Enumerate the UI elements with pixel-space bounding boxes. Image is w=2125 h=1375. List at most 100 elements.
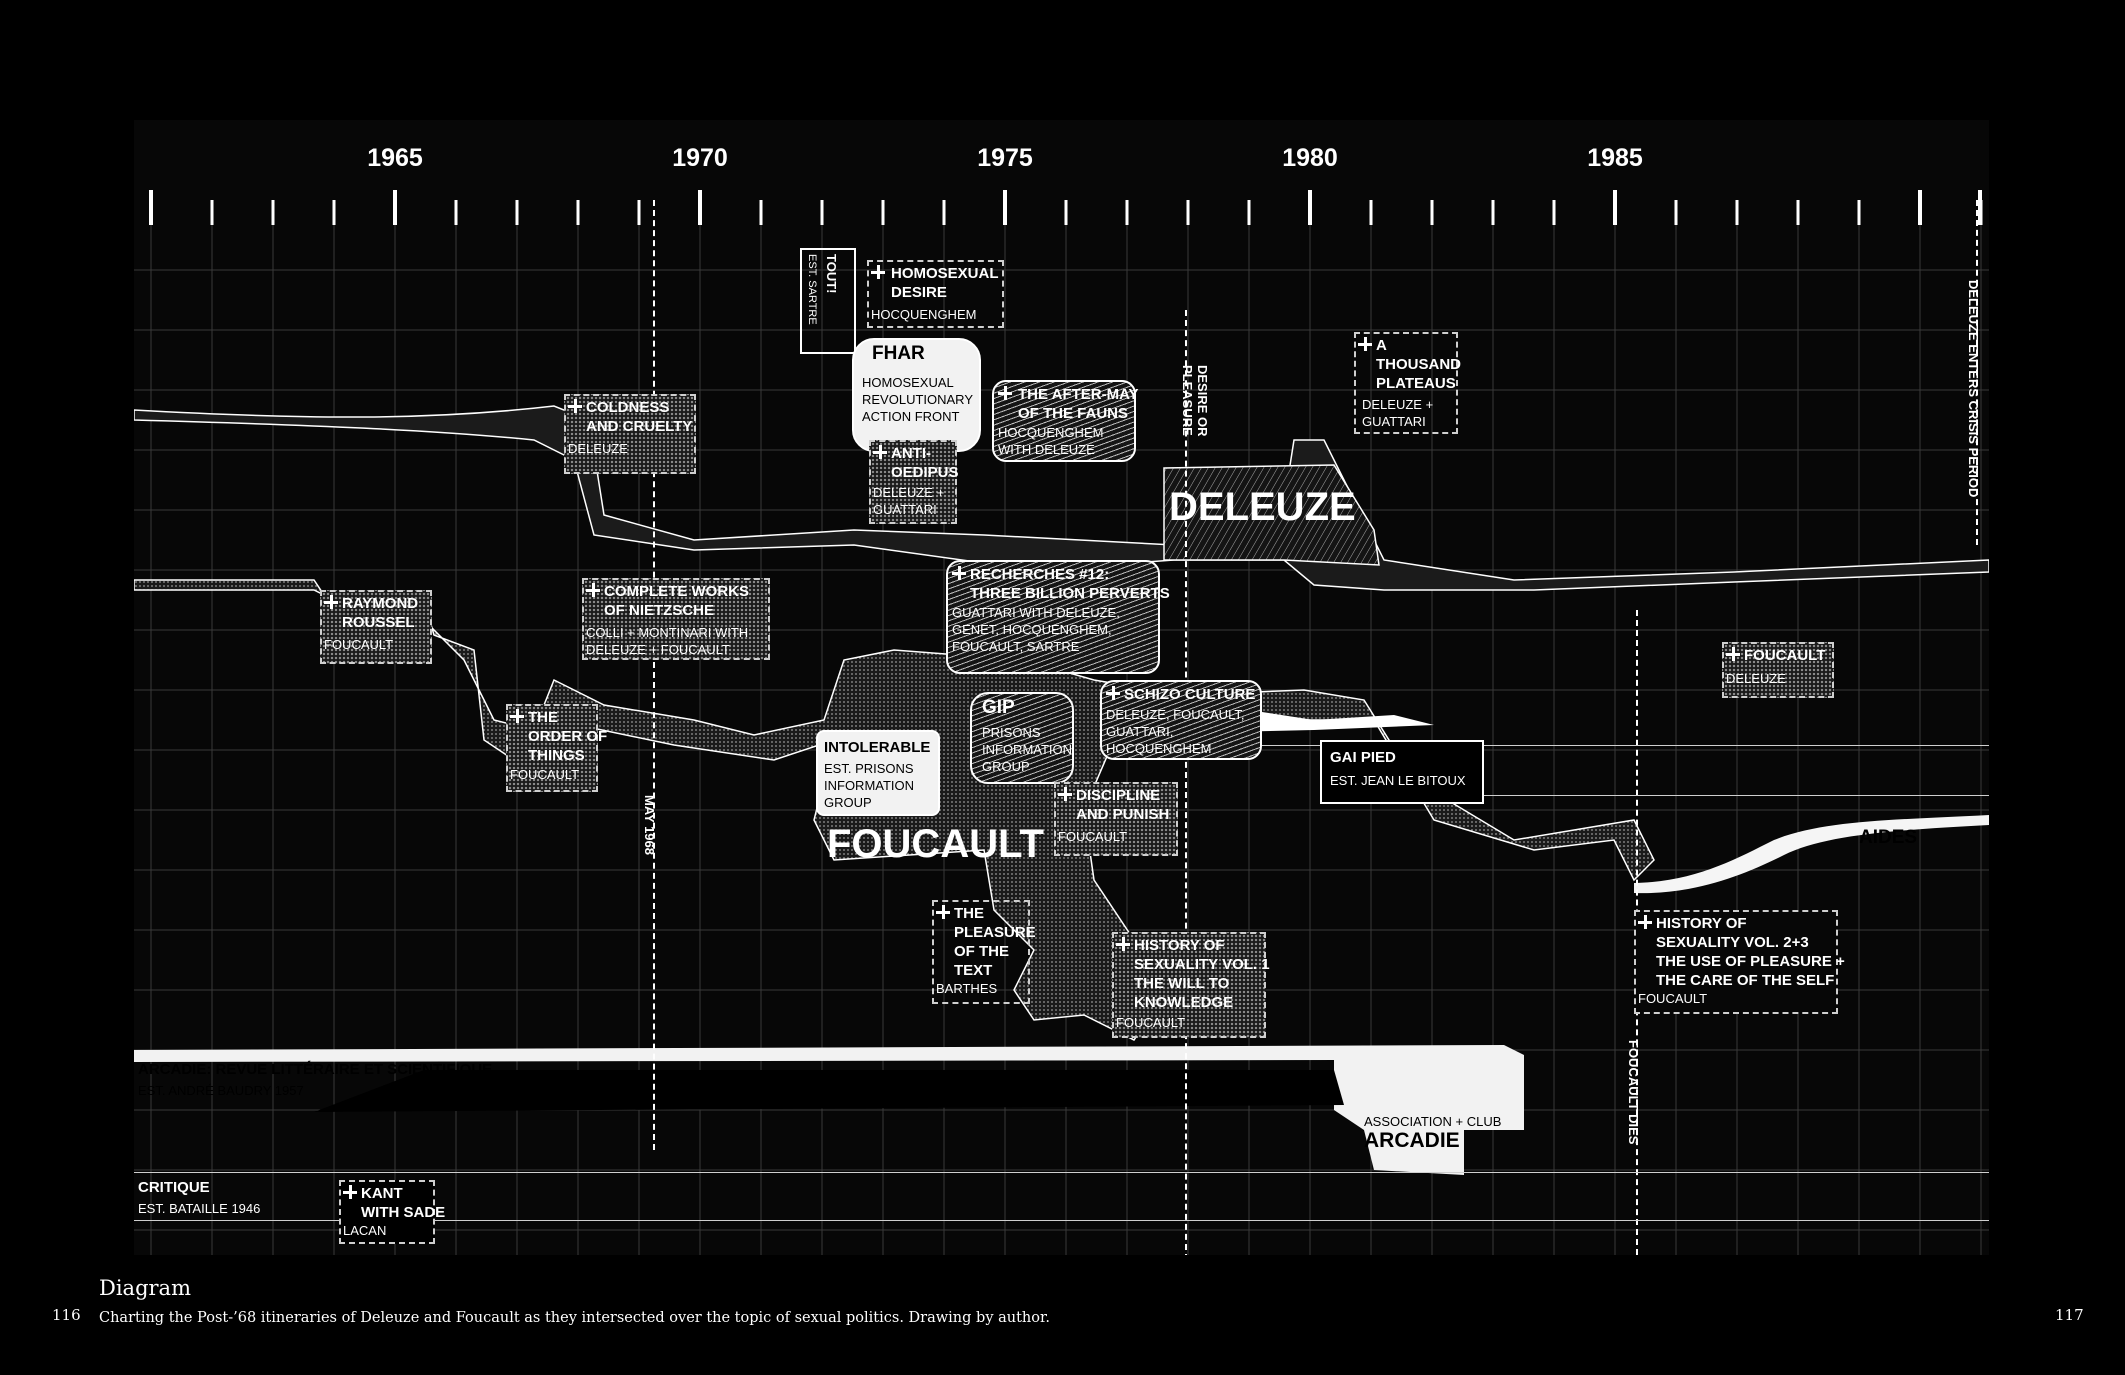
coldness-title: COLDNESS AND CRUELTY: [586, 399, 693, 435]
history-vol23-title: HISTORY OF SEXUALITY VOL. 2+3 THE USE OF…: [1656, 915, 1845, 989]
may-1968-line: [653, 200, 655, 1150]
year-label: 1965: [367, 144, 423, 172]
deleuze-stream: [134, 405, 1989, 591]
discipline-card[interactable]: DISCIPLINE AND PUNISH FOUCAULT: [1054, 782, 1178, 856]
history-vol1-author: FOUCAULT: [1116, 1015, 1186, 1030]
gip-card[interactable]: GIP PRISONS INFORMATION GROUP: [970, 692, 1074, 784]
raymond-roussel-author: FOUCAULT: [324, 637, 394, 652]
gai-pied-line-top: [1254, 745, 1989, 746]
desire-pleasure-line: [1185, 310, 1187, 1255]
homosexual-desire-title: HOMOSEXUAL DESIRE: [891, 265, 999, 301]
critique-line-top: [134, 1172, 1989, 1173]
thousand-plateaus-author: DELEUZE + GUATTARI: [1362, 397, 1434, 429]
page-number-left: 116: [52, 1306, 81, 1324]
desire-pleasure-label: DESIRE OR PLEASURE: [1180, 365, 1210, 437]
year-label: 1975: [977, 144, 1033, 172]
history-vol1-card[interactable]: HISTORY OF SEXUALITY VOL. 1 THE WILL TO …: [1112, 932, 1270, 1038]
plus-icon: [952, 566, 966, 580]
plus-icon: [586, 583, 600, 597]
deleuze-zone: [1163, 464, 1380, 566]
foucault-stream-label: FOUCAULT: [827, 822, 1044, 866]
fhar-sub: HOMOSEXUAL REVOLUTIONARY ACTION FRONT: [862, 375, 974, 424]
deleuze-crisis-line: [1976, 200, 1978, 545]
raymond-roussel-card[interactable]: RAYMOND ROUSSEL FOUCAULT: [320, 590, 432, 664]
kant-author: LACAN: [343, 1223, 387, 1238]
history-vol23-card[interactable]: HISTORY OF SEXUALITY VOL. 2+3 THE USE OF…: [1634, 910, 1845, 1014]
aides-label: AIDES: [1859, 827, 1918, 848]
after-may-card[interactable]: THE AFTER-MAY OF THE FAUNS HOCQUENGHEM W…: [992, 380, 1139, 462]
coldness-card[interactable]: COLDNESS AND CRUELTY DELEUZE: [564, 394, 696, 474]
pleasure-text-card[interactable]: THE PLEASURE OF THE TEXT BARTHES: [932, 900, 1036, 1004]
plus-icon: [871, 265, 885, 279]
foucault-book-card[interactable]: FOUCAULT DELEUZE: [1722, 642, 1834, 698]
thousand-plateaus-card[interactable]: A THOUSAND PLATEAUS DELEUZE + GUATTARI: [1354, 332, 1461, 434]
plus-icon: [873, 445, 887, 459]
gai-pied-card[interactable]: GAI PIED EST. JEAN LE BITOUX: [1320, 740, 1484, 804]
year-label: 1970: [672, 144, 728, 172]
gip-title: GIP: [982, 697, 1015, 718]
homosexual-desire-author: HOCQUENGHEM: [871, 307, 977, 322]
arcadie-club-sub: ASSOCIATION + CLUB: [1364, 1114, 1502, 1129]
gip-sub: PRISONS INFORMATION GROUP: [982, 725, 1073, 774]
history-vol1-title: HISTORY OF SEXUALITY VOL. 1 THE WILL TO …: [1134, 937, 1270, 1011]
plus-icon: [324, 595, 338, 609]
plus-icon: [568, 399, 582, 413]
gai-pied-title: GAI PIED: [1330, 749, 1396, 766]
after-may-author: HOCQUENGHEM WITH DELEUZE: [998, 425, 1104, 457]
order-of-things-card[interactable]: THE ORDER OF THINGS FOUCAULT: [506, 704, 607, 792]
intolerable-title: INTOLERABLE: [824, 739, 931, 756]
plus-icon: [1726, 647, 1740, 661]
gai-pied-line-bottom: [1394, 795, 1989, 796]
plus-icon: [998, 386, 1012, 400]
homosexual-desire-card[interactable]: HOMOSEXUAL DESIRE HOCQUENGHEM: [867, 260, 1004, 328]
foucault-book-title: FOUCAULT: [1744, 647, 1826, 664]
kant-card[interactable]: KANT WITH SADE LACAN: [339, 1180, 445, 1244]
discipline-author: FOUCAULT: [1058, 829, 1128, 844]
pleasure-text-title: THE PLEASURE OF THE TEXT: [954, 905, 1036, 979]
fhar-card[interactable]: FHAR HOMOSEXUAL REVOLUTIONARY ACTION FRO…: [852, 338, 981, 452]
kant-title: KANT WITH SADE: [361, 1185, 446, 1221]
raymond-roussel-title: RAYMOND ROUSSEL: [342, 595, 419, 631]
deleuze-crisis-label: DELEUZE ENTERS CRISIS PERIOD: [1966, 280, 1981, 498]
aides-stream: [1634, 815, 1989, 894]
gai-pied-sub: EST. JEAN LE BITOUX: [1330, 773, 1466, 788]
anti-oedipus-author: DELEUZE + GUATTARI: [873, 485, 945, 517]
schizo-culture-card[interactable]: SCHIZO CULTURE DELEUZE, FOUCAULT, GUATTA…: [1100, 680, 1262, 760]
nietzsche-author: COLLI + MONTINARI WITH DELEUZE + FOUCAUL…: [586, 625, 749, 657]
tout-card[interactable]: TOUT! EST. SARTRE: [800, 248, 856, 354]
foucault-dies-label: FOUCAULT DIES: [1626, 1040, 1641, 1145]
order-of-things-author: FOUCAULT: [510, 767, 580, 782]
anti-oedipus-card[interactable]: ANTI- OEDIPUS DELEUZE + GUATTARI: [869, 440, 959, 524]
recherches-title: RECHERCHES #12: THREE BILLION PERVERTS: [970, 566, 1170, 602]
may-1968-label: MAY 1968: [642, 795, 657, 855]
caption-text: Charting the Post-’68 itineraries of Del…: [99, 1310, 1050, 1326]
year-label: 1980: [1282, 144, 1338, 172]
critique-sub: EST. BATAILLE 1946: [138, 1201, 261, 1216]
order-of-things-title: THE ORDER OF THINGS: [528, 709, 608, 764]
plus-icon: [343, 1185, 357, 1199]
nietzsche-card[interactable]: COMPLETE WORKS OF NIETZSCHE COLLI + MONT…: [582, 578, 770, 660]
history-vol23-author: FOUCAULT: [1638, 991, 1708, 1006]
after-may-title: THE AFTER-MAY OF THE FAUNS: [1018, 386, 1139, 422]
pleasure-text-author: BARTHES: [936, 981, 998, 996]
deleuze-stream-label: DELEUZE: [1169, 485, 1356, 529]
fhar-title: FHAR: [872, 343, 925, 364]
arcadie-sub: EST. ANDRÉ BAUDRY 1957: [138, 1083, 304, 1098]
arcadie-title: ARCADIE: REVUE LITTÉRAIRE ET SCIENTIFIQU…: [138, 1061, 493, 1078]
critique-line-bottom: [134, 1220, 1989, 1221]
tout-sub: EST. SARTRE: [806, 254, 818, 325]
plus-icon: [936, 905, 950, 919]
arcadie-gap: [314, 1070, 1344, 1112]
arcadie-band: [134, 1045, 1524, 1175]
plus-icon: [1116, 937, 1130, 951]
recherches-card[interactable]: RECHERCHES #12: THREE BILLION PERVERTS G…: [946, 560, 1170, 674]
nietzsche-title: COMPLETE WORKS OF NIETZSCHE: [604, 583, 749, 619]
anti-oedipus-title: ANTI- OEDIPUS: [891, 445, 959, 481]
plus-icon: [1358, 337, 1372, 351]
coldness-author: DELEUZE: [568, 441, 628, 456]
foucault-book-author: DELEUZE: [1726, 671, 1786, 686]
plus-icon: [1638, 915, 1652, 929]
intolerable-card[interactable]: INTOLERABLE EST. PRISONS INFORMATION GRO…: [816, 730, 940, 816]
plus-icon: [510, 709, 524, 723]
